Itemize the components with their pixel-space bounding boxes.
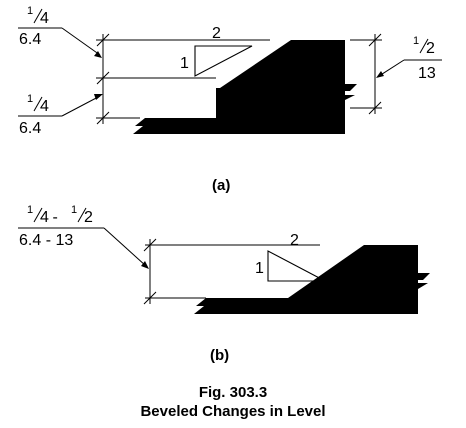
diagram-a-upper-left-arrowhead [94,51,102,58]
diagram-a-lower-left-metric: 6.4 [19,120,41,137]
diagram-b-left-slash-a [33,207,43,223]
diagram-b-left-leader [103,227,147,267]
diagram-b-label: (b) [210,347,229,364]
diagram-b-tick-1 [143,238,157,252]
diagram-a-upper-left-leader [61,27,101,56]
diagram-b-left-numerator-b: 1 [71,204,77,216]
diagram-a-upper-left-metric: 6.4 [19,31,41,48]
diagram-b-left-slash-b [77,207,87,223]
diagram-a-break-mark [343,84,357,91]
diagram-a-slope-triangle [194,45,253,77]
diagram-a-slope-rise: 1 [180,55,189,72]
diagram-a-lower-left-arrowhead [94,94,103,100]
diagram-a-right-denominator: 2 [426,40,435,57]
diagram-b-left-separator: - [48,209,62,226]
diagram-a-tick-1 [96,33,110,47]
diagram-a-upper-left-denominator: 4 [40,10,49,27]
diagram-a-lower-left-leader [61,95,101,117]
diagram-a-right-tick-2 [368,101,382,115]
diagram-a-upper-left-slash [33,8,43,24]
diagram-a-right-numerator: 1 [413,35,419,47]
diagram-a-tick-3 [96,111,110,125]
diagram-b-left-metric: 6.4 - 13 [19,232,73,249]
diagram-b-surface-profile [194,245,428,314]
diagram-a-surface-profile [133,40,355,134]
diagram-a-tick-2 [96,71,110,85]
diagram-b-left-denominator-b: 2 [84,209,93,226]
diagram-b-slope-run: 2 [290,232,299,249]
figure-number: Fig. 303.3 [199,384,267,401]
diagram-a-right-dimension: 1 2 13 [350,33,442,115]
diagram-b-left-label: 1 4 - 1 2 6.4 - 13 [18,204,149,269]
diagram-a-right-metric: 13 [418,65,436,82]
diagram-b: 2 1 1 4 - 1 2 6.4 - 13 (b) [18,204,430,364]
diagram-a-right-arrowhead [376,71,384,78]
diagram-b-tick-2 [143,291,157,305]
diagram-a-upper-left-label: 1 4 6.4 [18,5,102,58]
diagram-b-left-denominator-a: 4 [40,209,49,226]
diagram-a-lower-left-slash [33,96,43,112]
figure-title: Beveled Changes in Level [140,403,325,420]
diagram-a-lower-left-numerator: 1 [27,93,33,105]
diagram-b-left-numerator-a: 1 [27,204,33,216]
diagram-a-lower-left-denominator: 4 [40,98,49,115]
diagram-a: 2 1 1 4 6.4 1 4 6.4 [18,5,442,194]
diagram-b-slope-rise: 1 [255,260,264,277]
diagram-a-upper-left-numerator: 1 [27,5,33,17]
diagram-b-break-mark [416,273,430,280]
diagram-a-slope-run: 2 [212,25,221,42]
diagram-b-slope-triangle [267,250,326,282]
diagram-a-right-slash [419,38,429,54]
diagram-a-right-leader [378,59,405,77]
diagram-a-label: (a) [212,177,230,194]
diagram-a-lower-left-label: 1 4 6.4 [18,93,103,137]
diagram-a-right-tick-1 [368,33,382,47]
diagram-b-left-arrowhead [141,261,149,269]
